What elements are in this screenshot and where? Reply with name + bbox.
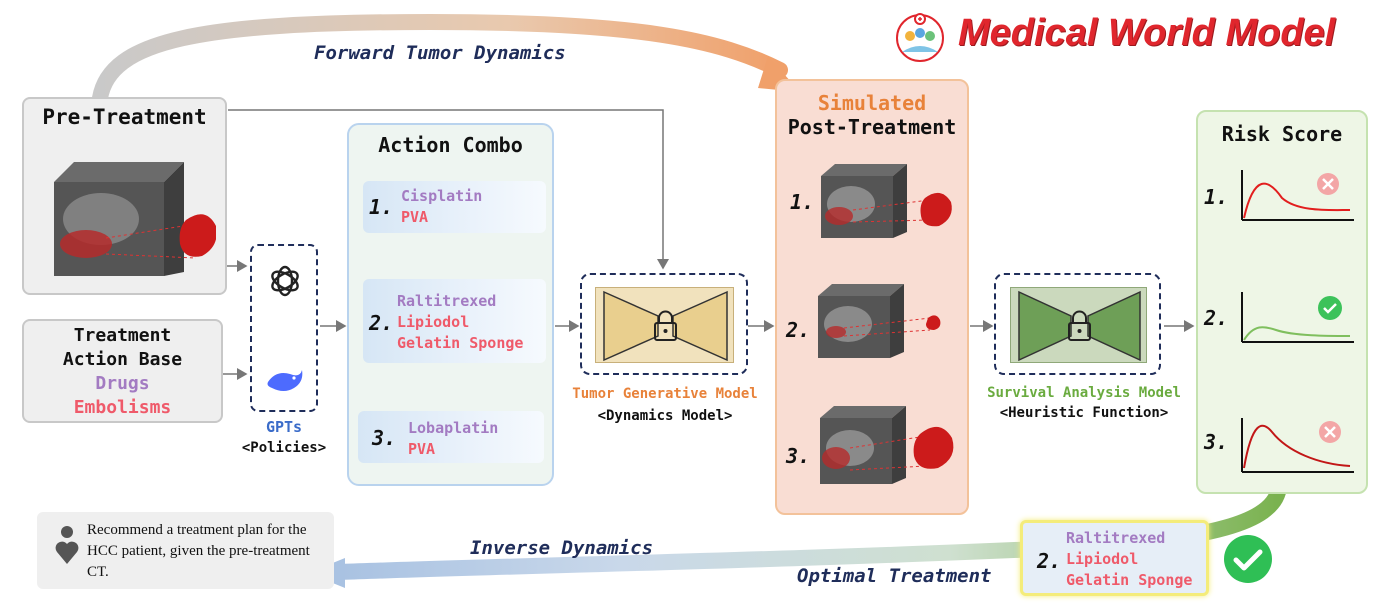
simulated-title-line1: Simulated xyxy=(817,91,927,115)
simulated-ct-cube xyxy=(820,406,954,484)
simulated-title-line2: Post-Treatment xyxy=(787,115,957,139)
optimal-number: 2. xyxy=(1037,549,1062,573)
combo-item-embolism: PVA xyxy=(401,208,429,226)
action-combo-title: Action Combo xyxy=(378,133,523,157)
tumor-model-label: Tumor Generative Model xyxy=(572,386,758,402)
simulated-ct-cube xyxy=(821,164,952,238)
combo-item-embolism: PVA xyxy=(408,440,436,458)
prompt-box: Recommend a treatment plan for the HCC p… xyxy=(37,512,334,589)
tumor-model-inner xyxy=(595,287,734,363)
pre-treatment-title: Pre-Treatment xyxy=(42,105,207,129)
survival-model-sub: <Heuristic Function> xyxy=(999,405,1169,421)
tumor-model-network xyxy=(603,290,728,362)
openai-icon xyxy=(271,265,299,297)
combo-item: 3. Lobaplatin PVA xyxy=(358,411,544,463)
optimal-embolism: Lipiodol xyxy=(1066,550,1139,568)
optimal-treatment-label: Optimal Treatment xyxy=(797,565,992,587)
check-icon xyxy=(1224,535,1272,583)
risk-item-number: 2. xyxy=(1204,306,1229,330)
combo-item-embolism: Gelatin Sponge xyxy=(397,334,524,352)
combo-item-drug: Cisplatin xyxy=(401,187,483,205)
optimal-embolism: Gelatin Sponge xyxy=(1066,571,1193,589)
survival-model-label: Survival Analysis Model xyxy=(987,385,1181,401)
optimal-drug: Raltitrexed xyxy=(1066,529,1166,547)
risk-curve-chart xyxy=(1241,170,1354,221)
world-model-logo xyxy=(894,10,946,62)
combo-item-number: 1. xyxy=(369,195,394,219)
page-title: Medical World Model xyxy=(958,12,1336,54)
combo-item-drug: Lobaplatin xyxy=(408,419,499,437)
action-base-drugs: Drugs xyxy=(95,373,150,394)
risk-item-number: 3. xyxy=(1204,430,1229,454)
action-base-embolisms: Embolisms xyxy=(73,397,172,418)
risk-item-number: 1. xyxy=(1204,185,1229,209)
forward-dynamics-arrow xyxy=(92,13,788,106)
risk-curve-chart xyxy=(1241,418,1354,473)
gpts-policies-box xyxy=(250,244,318,412)
tumor-generative-model-box xyxy=(580,273,748,375)
pre-treatment-ct-cube xyxy=(54,162,216,276)
simulated-item-number: 2. xyxy=(786,318,811,342)
optimal-treatment-box: 2. Raltitrexed Lipiodol Gelatin Sponge xyxy=(1020,520,1209,596)
risk-score-title: Risk Score xyxy=(1221,122,1343,146)
combo-item-drug: Raltitrexed xyxy=(397,292,497,310)
pre-treatment-panel: Pre-Treatment xyxy=(22,97,227,295)
tumor-model-sub: <Dynamics Model> xyxy=(597,408,733,424)
simulated-item-number: 1. xyxy=(790,190,815,214)
gpts-label: GPTs xyxy=(265,418,303,436)
combo-item-embolism: Lipiodol xyxy=(397,313,470,331)
combo-item: 1. Cisplatin PVA xyxy=(363,181,546,233)
survival-model-network xyxy=(1018,290,1141,362)
action-base-title-line1: Treatment xyxy=(73,325,172,346)
patient-icon xyxy=(55,526,79,564)
inverse-dynamics-label: Inverse Dynamics xyxy=(470,537,654,559)
survival-model-inner xyxy=(1010,287,1147,363)
deepseek-icon xyxy=(267,370,303,391)
survival-analysis-model-box xyxy=(994,273,1161,375)
action-base-title-line2: Action Base xyxy=(62,349,183,370)
forward-dynamics-label: Forward Tumor Dynamics xyxy=(314,42,566,64)
combo-item: 2. Raltitrexed Lipiodol Gelatin Sponge xyxy=(363,279,546,363)
gpts-sub: <Policies> xyxy=(241,440,327,456)
treatment-action-base-panel: Treatment Action Base Drugs Embolisms xyxy=(22,319,223,423)
simulated-ct-cube xyxy=(818,284,941,358)
simulated-item-number: 3. xyxy=(786,444,811,468)
prompt-text: Recommend a treatment plan for the HCC p… xyxy=(87,522,310,580)
combo-item-number: 2. xyxy=(369,311,394,335)
risk-curve-chart xyxy=(1241,292,1354,343)
pre-to-tumor-line xyxy=(228,109,669,270)
inverse-dynamics-arrow xyxy=(332,484,1286,580)
combo-item-number: 3. xyxy=(372,426,397,450)
